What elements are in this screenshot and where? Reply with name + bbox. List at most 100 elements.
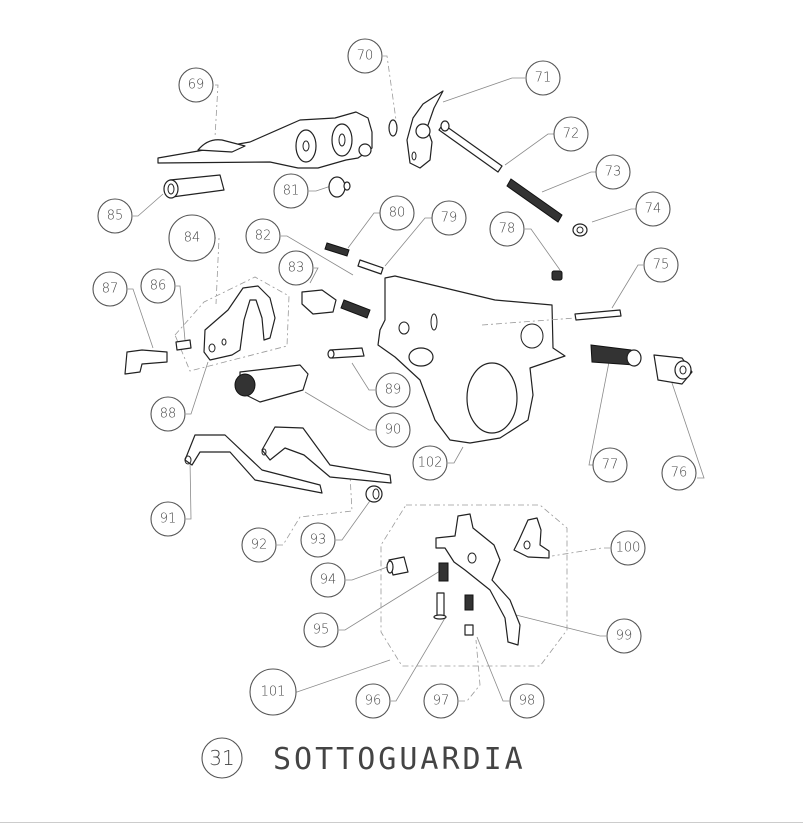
part-94-bushing — [386, 556, 409, 576]
part-83-block — [301, 289, 337, 315]
callout-99: 99 — [606, 618, 642, 654]
leader-lines — [128, 55, 705, 702]
svg-text:76: 76 — [671, 466, 688, 481]
svg-text:73: 73 — [605, 165, 622, 180]
svg-text:85: 85 — [107, 209, 124, 224]
part-78-plug — [551, 270, 563, 281]
svg-text:86: 86 — [150, 279, 167, 294]
callout-87: 87 — [92, 271, 128, 307]
svg-text:89: 89 — [385, 383, 402, 398]
callout-78: 78 — [489, 211, 525, 247]
bottom-divider — [0, 822, 803, 823]
part-97-spring — [464, 594, 474, 611]
part-96-pin — [433, 592, 447, 620]
part-69-lever — [157, 111, 373, 169]
svg-text:75: 75 — [653, 258, 670, 273]
svg-text:91: 91 — [160, 512, 177, 527]
part-99-trigger — [435, 513, 521, 646]
svg-text:102: 102 — [418, 456, 443, 471]
callout-86: 86 — [140, 268, 176, 304]
callout-83: 83 — [278, 250, 314, 286]
svg-text:81: 81 — [283, 184, 300, 199]
callout-92: 92 — [241, 527, 277, 563]
svg-text:100: 100 — [616, 541, 641, 556]
title-text: SOTTOGUARDIA — [273, 742, 526, 777]
svg-text:69: 69 — [188, 78, 205, 93]
group-outline-84 — [174, 276, 290, 372]
callout-93: 93 — [300, 522, 336, 558]
svg-text:93: 93 — [310, 533, 327, 548]
svg-text:88: 88 — [160, 407, 177, 422]
callout-82: 82 — [245, 218, 281, 254]
callout-74: 74 — [635, 191, 671, 227]
part-74-washer — [572, 223, 588, 237]
callout-102: 102 — [412, 445, 448, 481]
group-outline-101 — [380, 504, 568, 667]
part-98-plunger — [464, 624, 474, 636]
part-86-pin — [175, 339, 192, 351]
callout-75: 75 — [643, 247, 679, 283]
svg-text:94: 94 — [320, 573, 337, 588]
callout-77: 77 — [592, 447, 628, 483]
part-81-button — [328, 176, 351, 198]
callout-90: 90 — [375, 412, 411, 448]
part-102-trigger-guard — [377, 275, 576, 444]
callout-89: 89 — [375, 372, 411, 408]
part-77-spring — [590, 344, 642, 367]
svg-text:77: 77 — [602, 458, 619, 473]
callout-88: 88 — [150, 396, 186, 432]
diagram-title: 31 SOTTOGUARDIA — [201, 737, 526, 779]
part-89-pin — [327, 347, 365, 359]
callout-97: 97 — [423, 683, 459, 719]
part-72-rod — [438, 120, 503, 173]
svg-text:80: 80 — [389, 206, 406, 221]
svg-text:99: 99 — [616, 629, 633, 644]
svg-text:78: 78 — [499, 222, 516, 237]
part-76-cap — [653, 354, 693, 385]
svg-text:79: 79 — [441, 211, 458, 226]
svg-text:98: 98 — [519, 694, 536, 709]
callout-81: 81 — [273, 173, 309, 209]
callout-84: 84 — [168, 214, 216, 262]
svg-text:83: 83 — [288, 261, 305, 276]
callout-71: 71 — [525, 60, 561, 96]
part-92-lever — [261, 426, 392, 484]
svg-text:97: 97 — [433, 694, 450, 709]
callout-73: 73 — [595, 154, 631, 190]
part-80-spring — [324, 242, 350, 257]
callout-69: 69 — [178, 67, 214, 103]
part-75-pin — [574, 309, 622, 321]
part-87-bolt — [124, 349, 168, 375]
svg-text:87: 87 — [102, 282, 119, 297]
callout-85: 85 — [97, 198, 133, 234]
svg-text:72: 72 — [563, 127, 580, 142]
callout-72: 72 — [553, 116, 589, 152]
svg-text:74: 74 — [645, 202, 662, 217]
callout-80: 80 — [379, 195, 415, 231]
part-70-ring — [388, 119, 398, 137]
part-84-sear — [203, 285, 276, 361]
callouts: 69 70 71 72 73 74 75 76 77 78 79 80 81 8… — [92, 38, 697, 719]
svg-text:95: 95 — [313, 623, 330, 638]
svg-text:101: 101 — [261, 685, 286, 700]
part-100-lever — [513, 517, 550, 559]
part-82-spring — [340, 299, 371, 319]
callout-95: 95 — [303, 612, 339, 648]
svg-text:90: 90 — [385, 423, 402, 438]
callout-70: 70 — [347, 38, 383, 74]
callout-98: 98 — [509, 683, 545, 719]
part-95-spring — [438, 562, 449, 582]
part-85-tube — [163, 174, 225, 199]
svg-text:71: 71 — [535, 71, 552, 86]
callout-101: 101 — [249, 668, 297, 716]
part-71-hammer — [406, 90, 444, 169]
svg-text:96: 96 — [365, 694, 382, 709]
callout-76: 76 — [661, 455, 697, 491]
svg-text:82: 82 — [255, 229, 272, 244]
title-number: 31 — [209, 746, 234, 770]
part-79-pin — [357, 259, 384, 275]
svg-text:92: 92 — [251, 538, 268, 553]
callout-94: 94 — [310, 562, 346, 598]
svg-text:84: 84 — [184, 231, 201, 246]
